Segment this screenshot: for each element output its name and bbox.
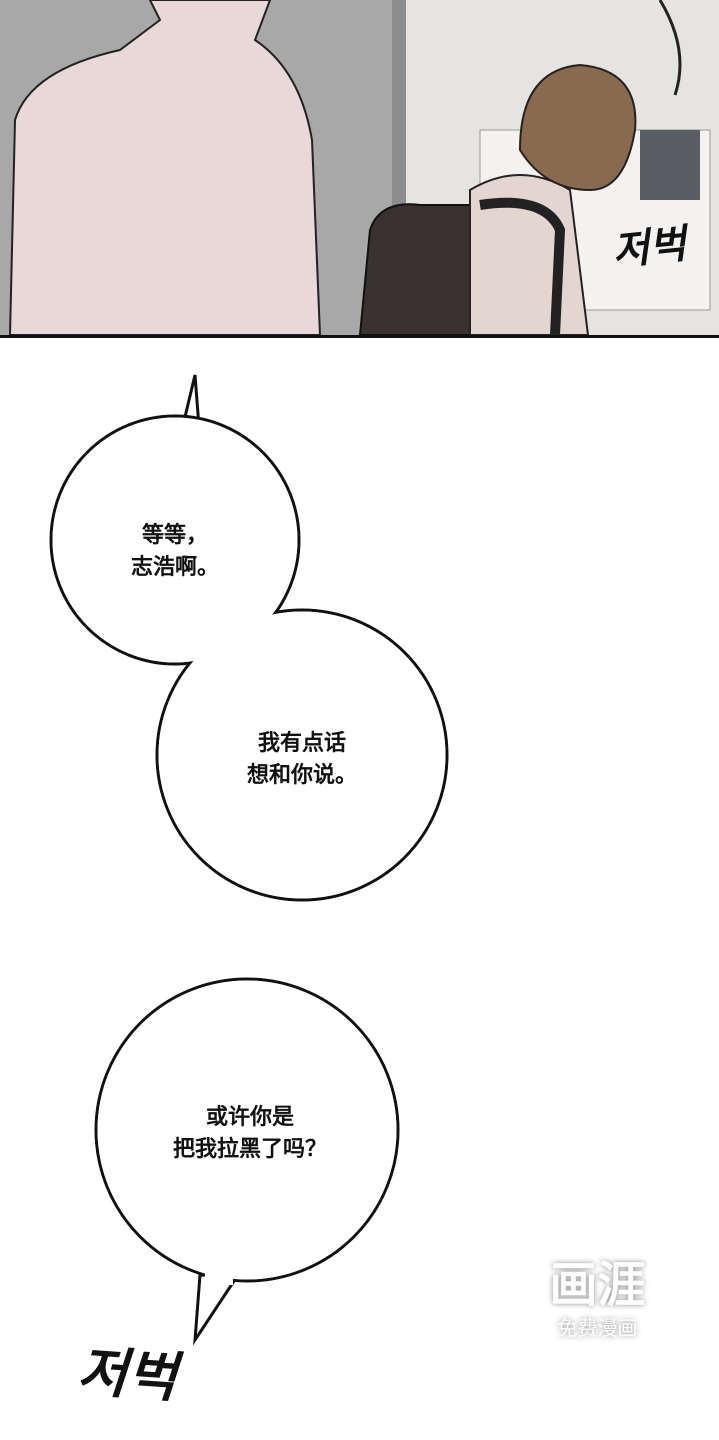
panel-illustration	[0, 0, 719, 335]
comic-panel-top: 저벅	[0, 0, 719, 338]
bubble-2-text: 我有点话 想和你说。	[246, 731, 357, 788]
sound-effect-footsteps-bottom: 저벅	[75, 1338, 180, 1410]
watermark-caption: 免费漫画	[557, 1316, 638, 1340]
bubble-1-text: 等等， 志浩啊。	[130, 523, 219, 580]
watermark-logo-text: 画涯	[549, 1257, 646, 1313]
bubble-3-text: 或许你是 把我拉黑了吗？	[172, 1105, 327, 1162]
watermark-logo: 画涯 免费漫画	[535, 1255, 660, 1341]
